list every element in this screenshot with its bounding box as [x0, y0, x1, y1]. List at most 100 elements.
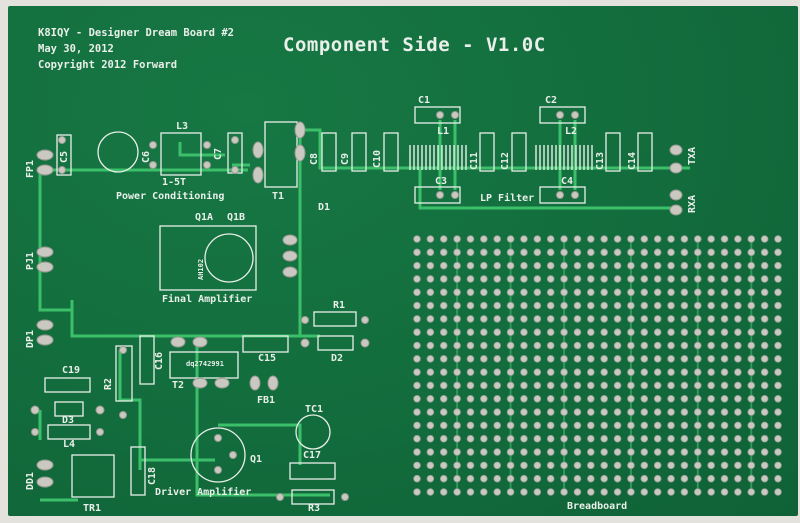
breadboard-hole — [760, 315, 769, 323]
breadboard-hole — [466, 381, 475, 390]
breadboard-hole — [533, 394, 542, 403]
breadboard-hole — [627, 301, 635, 310]
label-l3-turns: 1-5T — [162, 177, 187, 188]
breadboard-hole — [493, 288, 502, 297]
breadboard-hole — [480, 315, 488, 323]
breadboard-hole — [546, 301, 555, 310]
breadboard-hole — [413, 275, 421, 283]
label-c17: C17 — [303, 450, 322, 461]
breadboard-hole — [720, 488, 729, 496]
breadboard-hole — [560, 381, 568, 390]
breadboard-hole — [573, 368, 582, 376]
label-breadboard: Breadboard — [567, 501, 628, 512]
c19-outline — [44, 377, 91, 393]
breadboard-hole — [533, 381, 542, 390]
breadboard-hole — [560, 368, 568, 376]
breadboard-hole — [734, 488, 742, 496]
breadboard-hole — [426, 434, 435, 443]
breadboard-hole — [493, 328, 502, 337]
breadboard-hole — [413, 261, 421, 270]
breadboard-hole — [747, 421, 756, 430]
q1-outline — [159, 225, 257, 291]
r2-outline — [115, 345, 133, 402]
breadboard-hole — [667, 261, 675, 270]
label-tc1: TC1 — [305, 404, 324, 415]
breadboard-hole — [720, 288, 729, 297]
breadboard-hole — [546, 394, 555, 403]
breadboard-hole — [720, 261, 729, 270]
breadboard-hole — [693, 408, 702, 416]
breadboard-hole — [680, 381, 689, 390]
breadboard-hole — [493, 474, 502, 483]
breadboard-hole — [720, 315, 729, 323]
breadboard-hole — [707, 368, 715, 376]
breadboard-hole — [413, 235, 421, 243]
breadboard-hole — [573, 408, 582, 416]
label-t2-part: dq2742991 — [186, 360, 224, 368]
breadboard-hole — [533, 248, 542, 257]
breadboard-hole — [453, 448, 461, 456]
breadboard-hole — [760, 474, 769, 483]
c11-outline — [479, 132, 495, 172]
breadboard-hole — [627, 275, 635, 283]
breadboard-hole — [760, 301, 769, 310]
breadboard-hole — [439, 461, 448, 470]
breadboard-hole — [587, 315, 595, 323]
breadboard-hole — [453, 315, 461, 323]
breadboard-hole — [680, 408, 689, 416]
breadboard-hole — [466, 488, 475, 496]
breadboard-hole — [573, 328, 582, 337]
breadboard-hole — [546, 421, 555, 430]
breadboard-hole — [734, 434, 742, 443]
breadboard-hole — [707, 421, 715, 430]
breadboard-hole — [453, 235, 461, 243]
c9-outline — [351, 132, 367, 172]
breadboard-hole — [439, 355, 448, 363]
breadboard-hole — [453, 421, 461, 430]
breadboard-hole — [426, 394, 435, 403]
breadboard-hole — [520, 474, 528, 483]
breadboard-hole — [480, 448, 488, 456]
breadboard-hole — [667, 301, 675, 310]
breadboard-hole — [466, 261, 475, 270]
breadboard-hole — [747, 474, 756, 483]
breadboard-hole — [466, 301, 475, 310]
breadboard-hole — [627, 474, 635, 483]
breadboard-hole — [613, 381, 622, 390]
breadboard-hole — [439, 261, 448, 270]
breadboard-hole — [466, 368, 475, 376]
breadboard-hole — [760, 421, 769, 430]
breadboard-hole — [466, 341, 475, 350]
label-q1a: Q1A — [195, 212, 214, 223]
breadboard-hole — [493, 355, 502, 363]
label-final-amplifier: Final Amplifier — [162, 294, 253, 305]
breadboard-hole — [653, 434, 662, 443]
breadboard-hole — [573, 341, 582, 350]
breadboard-hole — [453, 394, 461, 403]
breadboard-hole — [774, 248, 782, 257]
breadboard-hole — [439, 381, 448, 390]
breadboard-hole — [573, 315, 582, 323]
breadboard-hole — [533, 474, 542, 483]
breadboard-hole — [613, 288, 622, 297]
breadboard-hole — [774, 315, 782, 323]
breadboard-hole — [546, 235, 555, 243]
breadboard-hole — [613, 368, 622, 376]
breadboard-hole — [426, 448, 435, 456]
breadboard-hole — [466, 421, 475, 430]
label-r3: R3 — [308, 503, 321, 514]
breadboard-hole — [734, 355, 742, 363]
breadboard-hole — [426, 248, 435, 257]
breadboard-hole — [774, 275, 782, 283]
c12-outline — [511, 132, 527, 172]
breadboard-hole — [600, 355, 608, 363]
breadboard-hole — [653, 248, 662, 257]
breadboard-hole — [627, 408, 635, 416]
breadboard-hole — [734, 315, 742, 323]
breadboard-hole — [640, 368, 649, 376]
breadboard-hole — [734, 421, 742, 430]
breadboard-hole — [533, 355, 542, 363]
breadboard-hole — [453, 474, 461, 483]
breadboard-hole — [520, 315, 528, 323]
breadboard-hole — [533, 448, 542, 456]
